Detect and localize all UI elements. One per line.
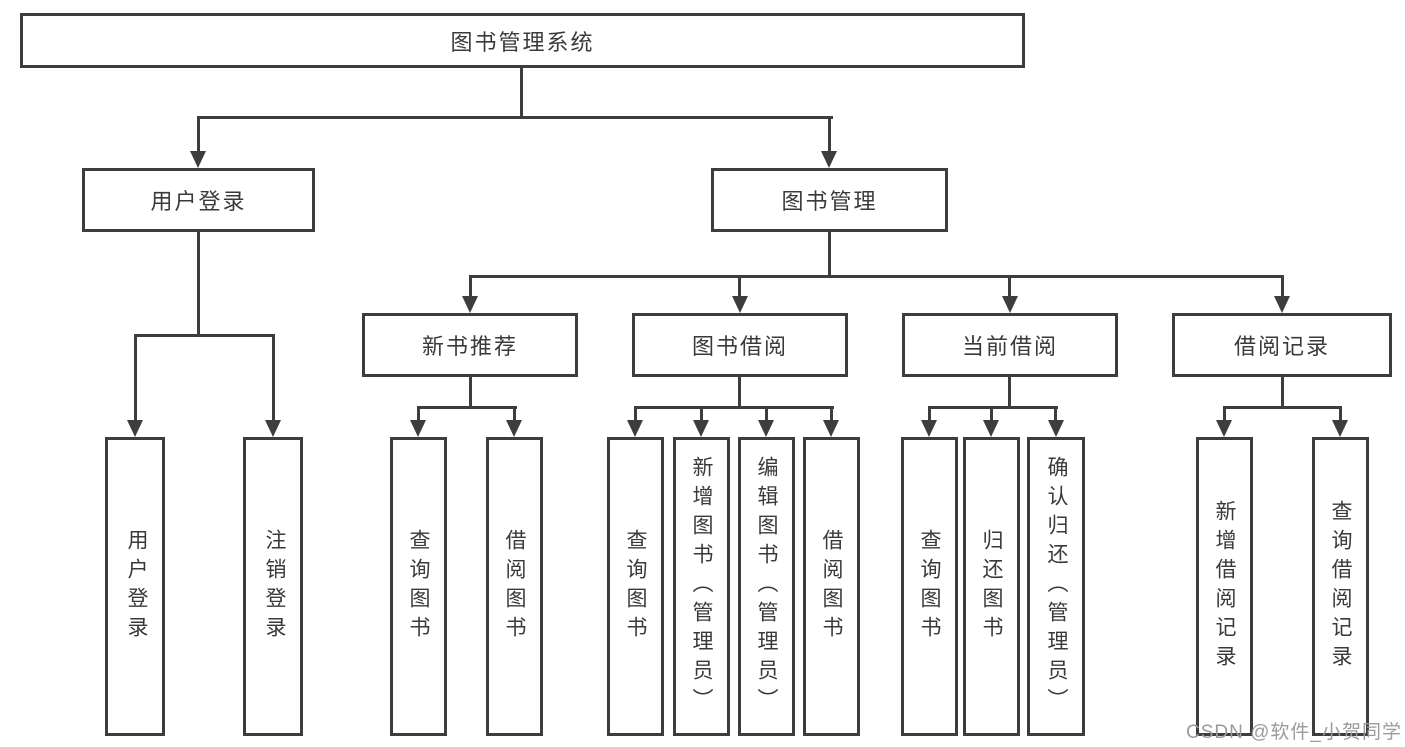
connector-arrowhead [758,420,774,437]
connector-line [1008,275,1011,301]
node-current-borrowing: 当前借阅 [902,313,1118,377]
node-root-system: 图书管理系统 [20,13,1025,68]
leaf-recommend-query-books: 查询图书 [390,437,447,736]
connector-arrowhead [823,420,839,437]
connector-line [1281,375,1284,408]
connector-arrowhead [921,420,937,437]
connector-line [634,406,834,409]
connector-line [1054,406,1057,422]
connector-arrowhead [627,420,643,437]
connector-line [990,406,993,422]
leaf-logout: 注销登录 [243,437,303,736]
connector-line [469,375,472,408]
connector-line [134,334,137,422]
connector-line [1281,275,1284,301]
connector-arrowhead [190,151,206,168]
connector-line [520,66,523,118]
connector-arrowhead [265,420,281,437]
connector-arrowhead [1332,420,1348,437]
leaf-borrow-query-books: 查询图书 [607,437,664,736]
leaf-records-query-record: 查询借阅记录 [1312,437,1369,736]
leaf-current-query-books: 查询图书 [901,437,958,736]
leaf-recommend-borrow-books: 借阅图书 [486,437,543,736]
connector-line [828,116,831,154]
connector-line [700,406,703,422]
connector-line [197,116,200,154]
connector-line [197,230,200,336]
connector-line [1008,375,1011,408]
connector-arrowhead [127,420,143,437]
connector-line [272,334,275,422]
connector-line [417,406,517,409]
connector-line [1339,406,1342,422]
node-borrowing-records: 借阅记录 [1172,313,1392,377]
node-book-management: 图书管理 [711,168,948,232]
connector-line [830,406,833,422]
node-book-borrowing: 图书借阅 [632,313,848,377]
connector-line [928,406,1058,409]
connector-line [738,275,741,301]
connector-arrowhead [1048,420,1064,437]
connector-line [469,275,472,301]
csdn-watermark: CSDN @软件_小贺同学 [1186,722,1402,743]
connector-line [765,406,768,422]
connector-line [134,334,275,337]
connector-arrowhead [821,151,837,168]
connector-line [513,406,516,422]
connector-line [469,275,1284,278]
connector-arrowhead [462,296,478,313]
leaf-borrow-edit-books-admin: 编辑图书（管理员） [738,437,795,736]
connector-arrowhead [1216,420,1232,437]
connector-arrowhead [732,296,748,313]
connector-arrowhead [983,420,999,437]
node-new-book-recommendation: 新书推荐 [362,313,578,377]
connector-arrowhead [1002,296,1018,313]
connector-arrowhead [1274,296,1290,313]
connector-line [1223,406,1342,409]
leaf-borrow-add-books-admin: 新增图书（管理员） [673,437,730,736]
connector-arrowhead [693,420,709,437]
leaf-records-add-record: 新增借阅记录 [1196,437,1253,736]
connector-line [197,116,833,119]
leaf-user-login: 用户登录 [105,437,165,736]
connector-line [928,406,931,422]
connector-line [417,406,420,422]
leaf-current-return-books: 归还图书 [963,437,1020,736]
connector-line [634,406,637,422]
connector-arrowhead [506,420,522,437]
connector-line [828,230,831,278]
connector-arrowhead [410,420,426,437]
node-user-login: 用户登录 [82,168,315,232]
connector-line [1223,406,1226,422]
leaf-borrow-borrow-books: 借阅图书 [803,437,860,736]
connector-line [738,375,741,408]
leaf-current-confirm-return-admin: 确认归还（管理员） [1027,437,1085,736]
